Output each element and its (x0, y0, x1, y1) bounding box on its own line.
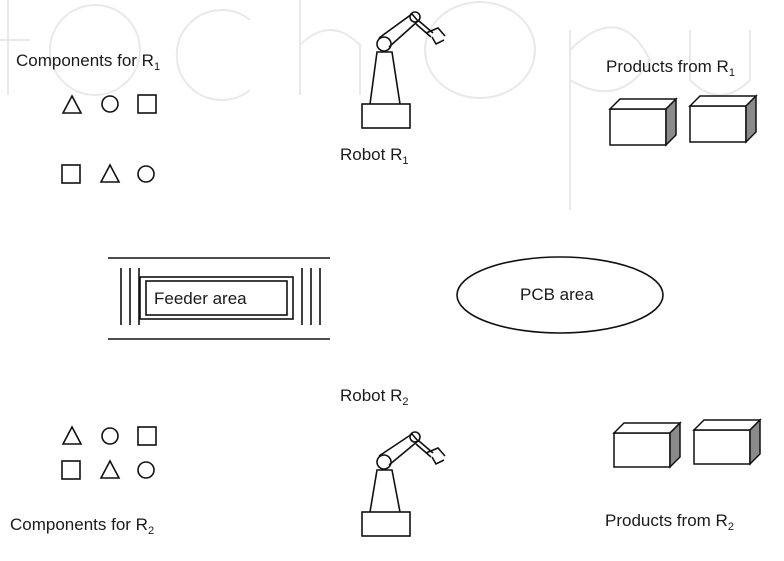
circle-icon (101, 95, 119, 113)
components-r1-label: Components for R1 (16, 51, 160, 73)
robot-r1-label: Robot R1 (340, 145, 409, 167)
triangle-icon (61, 425, 83, 445)
box-icon (688, 94, 758, 144)
triangle-icon (61, 94, 83, 114)
box-icon (608, 97, 678, 147)
products-r1-boxes (608, 94, 758, 147)
watermark (0, 0, 751, 210)
robot-r1-icon (361, 11, 446, 129)
robot-r2-icon (361, 431, 446, 537)
feeder-area (108, 257, 330, 340)
products-r2-boxes (612, 418, 762, 469)
square-icon (61, 164, 81, 184)
box-icon (612, 421, 682, 469)
square-icon (137, 94, 157, 114)
box-icon (692, 418, 762, 466)
square-icon (137, 426, 157, 446)
square-icon (61, 460, 81, 480)
pcb-area (456, 256, 664, 334)
triangle-icon (99, 163, 121, 183)
circle-icon (101, 427, 119, 445)
circle-icon (137, 165, 155, 183)
products-r2-label: Products from R2 (605, 511, 734, 533)
robot-r2-label: Robot R2 (340, 386, 409, 408)
feeder-area-label: Feeder area (154, 289, 247, 308)
circle-icon (137, 461, 155, 479)
components-r2-label: Components for R2 (10, 515, 154, 537)
pcb-area-label: PCB area (520, 285, 594, 304)
products-r1-label: Products from R1 (606, 57, 735, 79)
components-r2-shapes (61, 425, 157, 480)
components-r1-shapes (61, 94, 157, 184)
triangle-icon (99, 459, 121, 479)
